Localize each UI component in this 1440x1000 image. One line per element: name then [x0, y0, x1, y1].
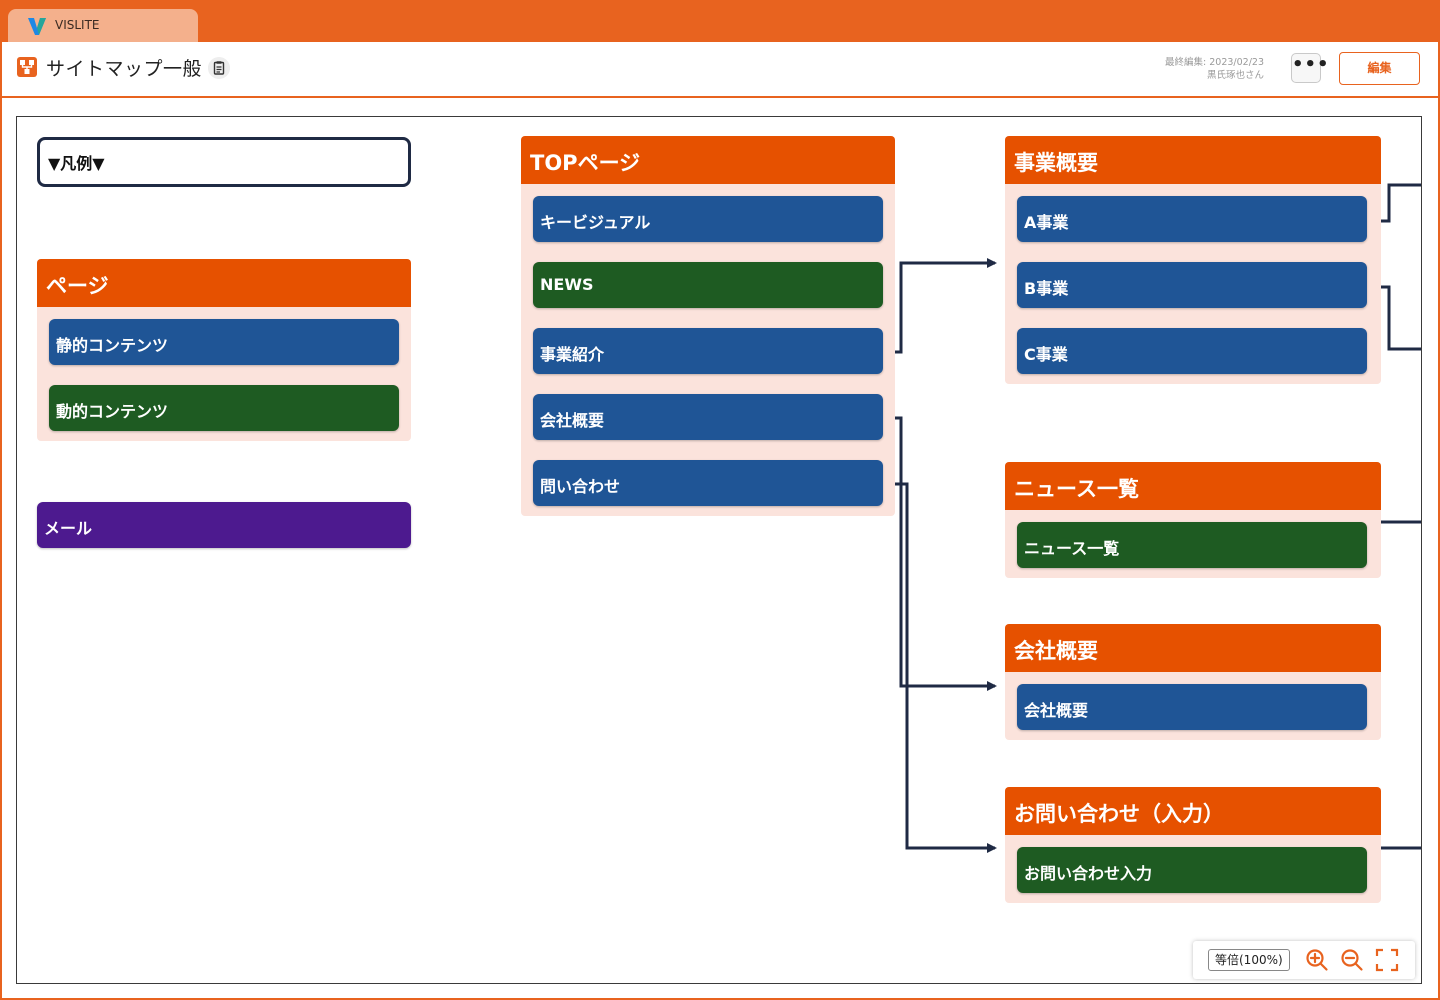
group-contact-header: お問い合わせ（入力）	[1005, 787, 1381, 835]
zoom-toolbar: 等倍(100%)	[1193, 941, 1415, 979]
node-key-visual[interactable]: キービジュアル	[533, 196, 883, 242]
last-edit-date: 最終編集: 2023/02/23	[1165, 57, 1264, 68]
node-company[interactable]: 会社概要	[1017, 684, 1367, 730]
group-news-list-header: ニュース一覧	[1005, 462, 1381, 510]
group-company[interactable]: 会社概要 会社概要	[1005, 624, 1381, 740]
node-contact-input[interactable]: お問い合わせ入力	[1017, 847, 1367, 893]
node-news-list[interactable]: ニュース一覧	[1017, 522, 1367, 568]
page-title: サイトマップ一般	[46, 58, 203, 80]
legend-mail[interactable]: メール	[37, 502, 411, 548]
sitemap-canvas[interactable]: ▼凡例▼ ページ 静的コンテンツ 動的コンテンツ メール TOPページ キービジ…	[16, 116, 1422, 984]
node-news[interactable]: NEWS	[533, 262, 883, 308]
connector-contact-to-contact	[883, 482, 997, 853]
group-contact[interactable]: お問い合わせ（入力） お問い合わせ入力	[1005, 787, 1381, 903]
group-company-header: 会社概要	[1005, 624, 1381, 672]
group-business-overview[interactable]: 事業概要 A事業 B事業 C事業	[1005, 136, 1381, 384]
legend-title-box[interactable]: ▼凡例▼	[37, 137, 411, 187]
app-tab[interactable]: VISLITE	[8, 9, 198, 42]
connector-company-to-company	[883, 416, 997, 691]
document-window: サイトマップ一般 最終編集: 2023/02/23 黒氏琢也さん ••• 編集	[2, 42, 1438, 998]
group-business-overview-header: 事業概要	[1005, 136, 1381, 184]
last-edit-user: 黒氏琢也さん	[1206, 70, 1264, 81]
group-top-page[interactable]: TOPページ キービジュアル NEWS 事業紹介 会社概要 問い合わせ	[521, 136, 895, 516]
more-options-button[interactable]: •••	[1291, 53, 1329, 83]
group-news-list[interactable]: ニュース一覧 ニュース一覧	[1005, 462, 1381, 578]
sitemap-icon	[17, 57, 37, 77]
node-a-business[interactable]: A事業	[1017, 196, 1367, 242]
fit-to-screen-icon[interactable]	[1375, 948, 1399, 972]
node-company-overview[interactable]: 会社概要	[533, 394, 883, 440]
legend-page-group[interactable]: ページ 静的コンテンツ 動的コンテンツ	[37, 259, 411, 441]
connector-jigyo-to-business	[883, 258, 997, 354]
edit-button[interactable]: 編集	[1339, 52, 1420, 85]
legend-page-group-header: ページ	[37, 259, 411, 307]
app-tab-label: VISLITE	[55, 18, 100, 32]
legend-static-content[interactable]: 静的コンテンツ	[49, 319, 399, 365]
tab-bar: VISLITE	[0, 0, 1440, 42]
node-inquiry[interactable]: 問い合わせ	[533, 460, 883, 506]
zoom-level-button[interactable]: 等倍(100%)	[1208, 949, 1290, 971]
node-c-business[interactable]: C事業	[1017, 328, 1367, 374]
node-business-intro[interactable]: 事業紹介	[533, 328, 883, 374]
legend-dynamic-content[interactable]: 動的コンテンツ	[49, 385, 399, 431]
group-top-page-header: TOPページ	[521, 136, 895, 184]
vislite-logo-icon	[28, 18, 46, 35]
document-header: サイトマップ一般 最終編集: 2023/02/23 黒氏琢也さん ••• 編集	[2, 42, 1438, 98]
zoom-in-icon[interactable]	[1305, 948, 1329, 972]
node-b-business[interactable]: B事業	[1017, 262, 1367, 308]
memo-icon[interactable]	[208, 57, 230, 79]
zoom-out-icon[interactable]	[1340, 948, 1364, 972]
last-edit-info: 最終編集: 2023/02/23 黒氏琢也さん	[1165, 56, 1264, 82]
